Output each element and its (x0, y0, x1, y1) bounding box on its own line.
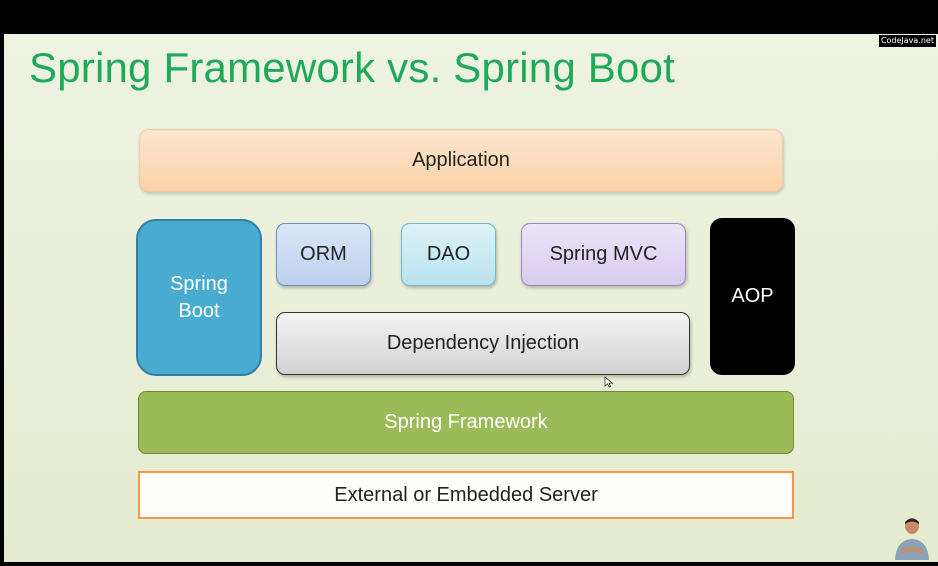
spring-framework-layer: Spring Framework (138, 391, 794, 454)
spring-mvc-module: Spring MVC (521, 223, 686, 286)
aop-block: AOP (710, 218, 795, 375)
dependency-injection-layer: Dependency Injection (276, 312, 690, 375)
application-layer: Application (139, 129, 783, 192)
slide-title: Spring Framework vs. Spring Boot (29, 44, 675, 91)
orm-module: ORM (276, 223, 371, 286)
spring-boot-block: Spring Boot (136, 219, 262, 376)
dao-module: DAO (401, 223, 496, 286)
server-layer: External or Embedded Server (138, 471, 794, 519)
mouse-cursor-icon (604, 376, 614, 388)
presenter-avatar-icon (895, 518, 929, 560)
watermark-label: CodeJava.net (878, 35, 936, 47)
